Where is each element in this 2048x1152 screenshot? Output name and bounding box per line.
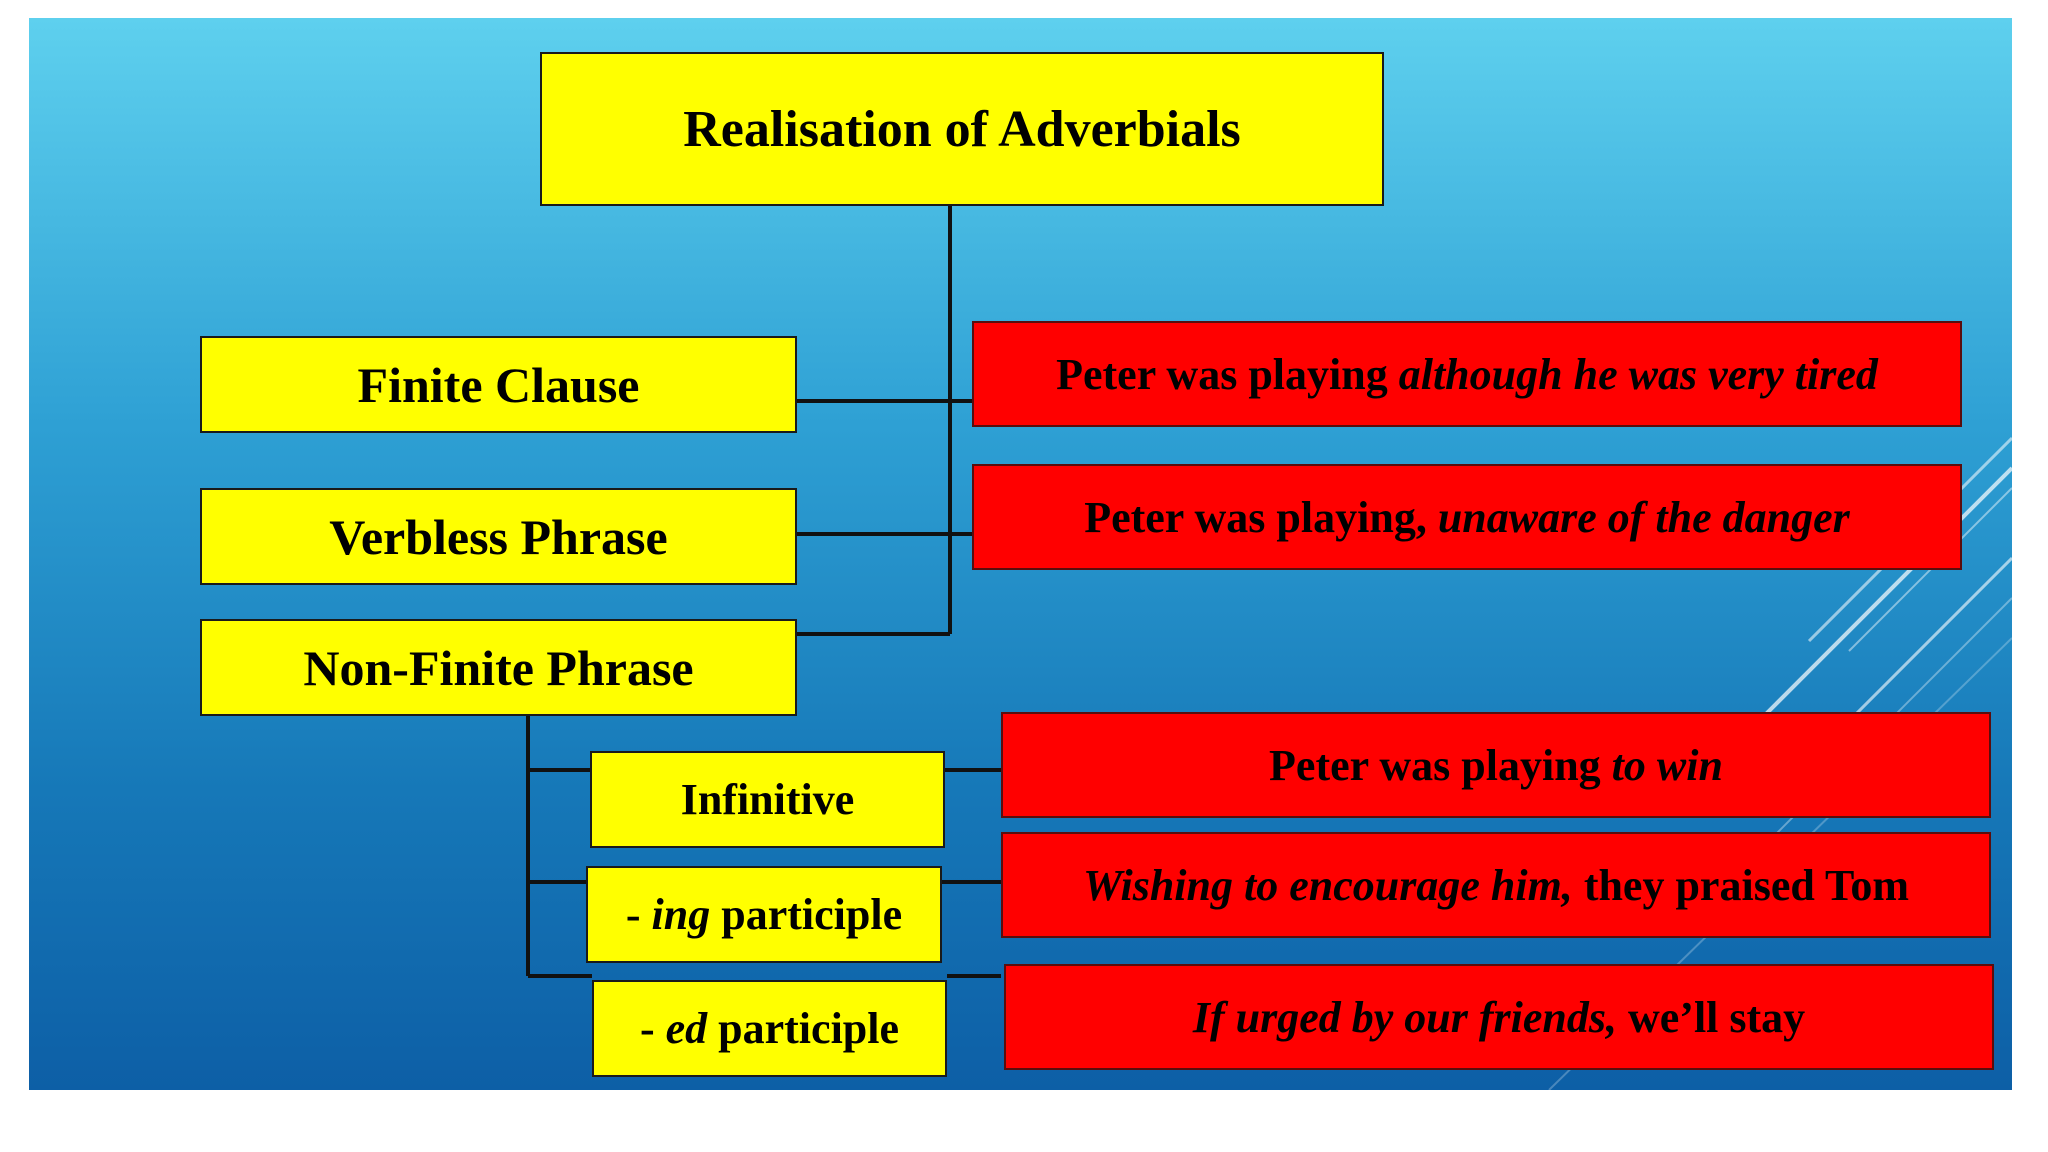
ed-prefix: - <box>639 1004 666 1053</box>
non-finite-phrase-label: Non-Finite Phrase <box>303 639 694 696</box>
finite-example-text: Peter was playing although he was very t… <box>1056 349 1878 400</box>
ing-example-italic: Wishing to encourage him, <box>1083 860 1573 910</box>
finite-example-plain: Peter was playing <box>1056 349 1399 399</box>
ed-example-plain: we’ll stay <box>1616 992 1806 1042</box>
ing-participle-box: - ing participle <box>586 866 942 963</box>
ing-participle-label: - ing participle <box>626 889 902 940</box>
verbless-example-box: Peter was playing, unaware of the danger <box>972 464 1962 570</box>
finite-clause-label: Finite Clause <box>357 356 640 413</box>
finite-example-italic: although he was very tired <box>1398 349 1878 399</box>
infinitive-example-italic: to win <box>1611 740 1723 790</box>
ed-participle-box: - ed participle <box>592 980 947 1077</box>
non-finite-phrase-box: Non-Finite Phrase <box>200 619 797 716</box>
infinitive-label: Infinitive <box>680 775 855 824</box>
title-box: Realisation of Adverbials <box>540 52 1384 206</box>
finite-example-box: Peter was playing although he was very t… <box>972 321 1962 427</box>
infinitive-example-text: Peter was playing to win <box>1269 740 1723 791</box>
ing-rest: participle <box>710 890 903 939</box>
ed-suffix: ed <box>665 1004 708 1053</box>
ing-suffix: ing <box>651 890 711 939</box>
ed-example-italic: If urged by our friends, <box>1192 992 1617 1042</box>
ed-example-box: If urged by our friends, we’ll stay <box>1004 964 1994 1070</box>
finite-clause-box: Finite Clause <box>200 336 797 433</box>
ing-example-text: Wishing to encourage him, they praised T… <box>1083 860 1909 911</box>
ed-example-text: If urged by our friends, we’ll stay <box>1193 992 1805 1043</box>
ing-example-plain: they praised Tom <box>1572 860 1909 910</box>
infinitive-box: Infinitive <box>590 751 945 848</box>
verbless-phrase-label: Verbless Phrase <box>329 508 668 565</box>
ed-rest: participle <box>707 1004 900 1053</box>
ing-prefix: - <box>625 890 652 939</box>
title-text: Realisation of Adverbials <box>683 100 1241 158</box>
verbless-example-plain: Peter was playing, <box>1084 492 1438 542</box>
ing-example-box: Wishing to encourage him, they praised T… <box>1001 832 1991 938</box>
verbless-example-italic: unaware of the danger <box>1437 492 1850 542</box>
verbless-example-text: Peter was playing, unaware of the danger <box>1084 492 1850 543</box>
ed-participle-label: - ed participle <box>640 1003 899 1054</box>
verbless-phrase-box: Verbless Phrase <box>200 488 797 585</box>
infinitive-example-plain: Peter was playing <box>1269 740 1612 790</box>
slide-background: Realisation of Adverbials Finite Clause … <box>29 18 2012 1090</box>
infinitive-example-box: Peter was playing to win <box>1001 712 1991 818</box>
